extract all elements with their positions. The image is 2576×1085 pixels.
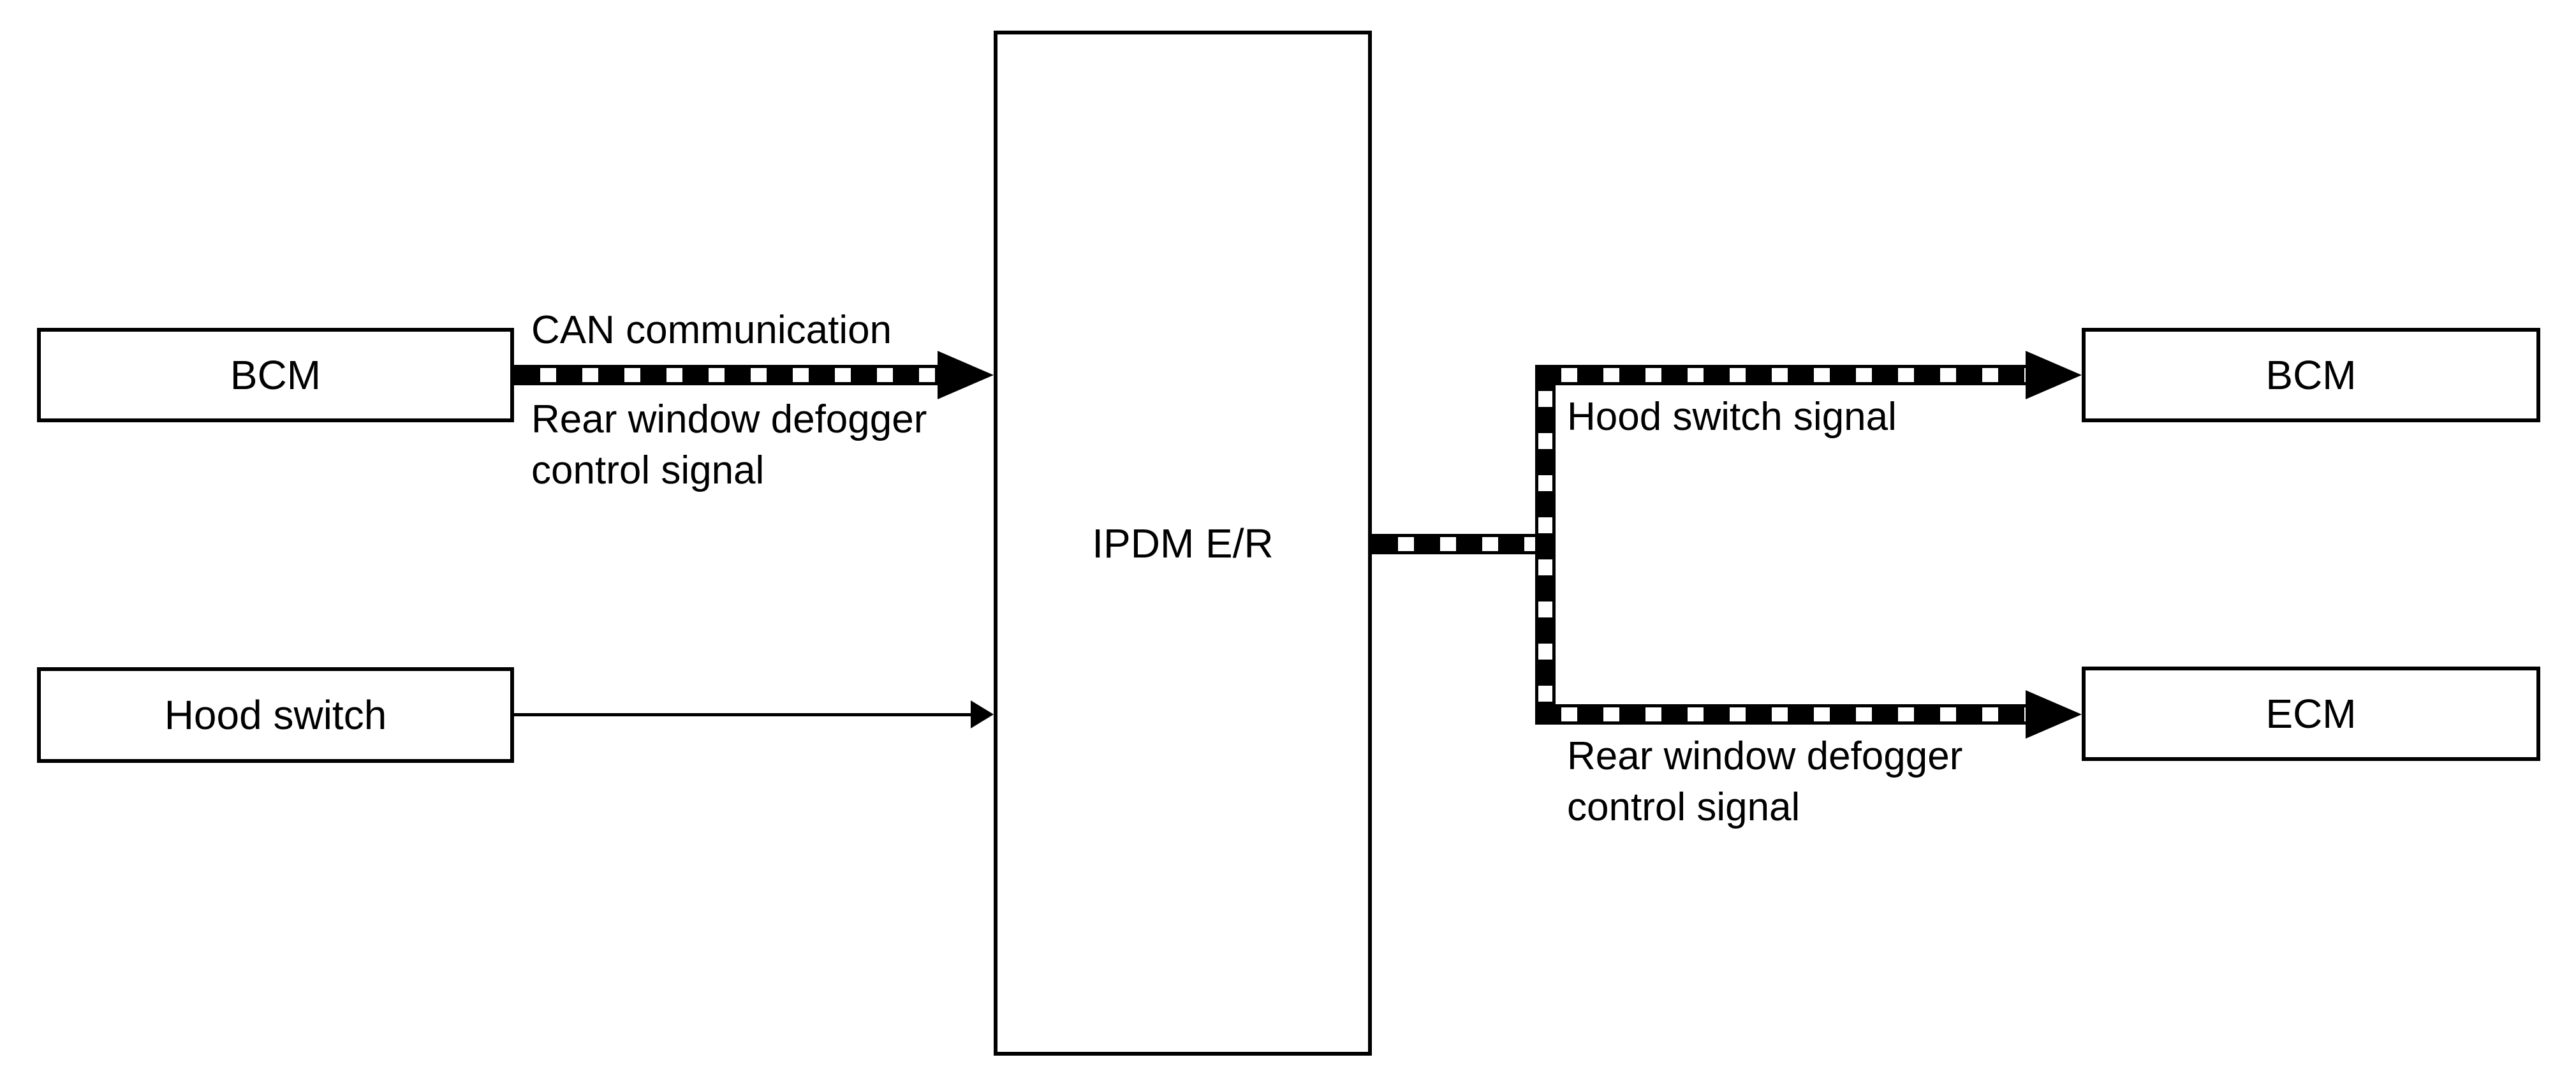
defogger-arrow-band xyxy=(1535,704,2026,725)
defogger-arrowhead xyxy=(2026,690,2082,739)
can-communication-label: CAN communication xyxy=(531,308,892,352)
hood-switch-box: Hood switch xyxy=(37,667,514,763)
rear-defogger-right-label: Rear window defogger control signal xyxy=(1567,734,1963,829)
ipdm-output-stub-band xyxy=(1372,534,1556,554)
ipdm-er-box: IPDM E/R xyxy=(994,31,1372,1056)
can-arrow-band xyxy=(514,365,938,385)
hood-switch-arrowhead xyxy=(971,700,994,728)
hood-signal-arrowhead xyxy=(2026,351,2082,399)
bottom-elbow-corner xyxy=(1535,704,1556,725)
hood-signal-arrow-band xyxy=(1535,365,2026,385)
hood-switch-signal-label: Hood switch signal xyxy=(1567,395,1897,439)
junction-vertical-band xyxy=(1535,365,1556,725)
ipdm-er-label: IPDM E/R xyxy=(1092,520,1274,566)
rear-defogger-left-label: Rear window defogger control signal xyxy=(531,397,927,492)
ecm-box: ECM xyxy=(2082,667,2540,761)
ecm-label: ECM xyxy=(2265,691,2357,737)
hood-switch-label: Hood switch xyxy=(164,692,387,738)
hood-switch-line xyxy=(514,713,971,716)
bcm-left-label: BCM xyxy=(230,352,321,398)
bcm-left-box: BCM xyxy=(37,328,514,422)
can-arrowhead xyxy=(938,351,994,399)
top-elbow-corner xyxy=(1535,365,1556,385)
bcm-right-box: BCM xyxy=(2082,328,2540,422)
bcm-right-label: BCM xyxy=(2265,352,2357,398)
